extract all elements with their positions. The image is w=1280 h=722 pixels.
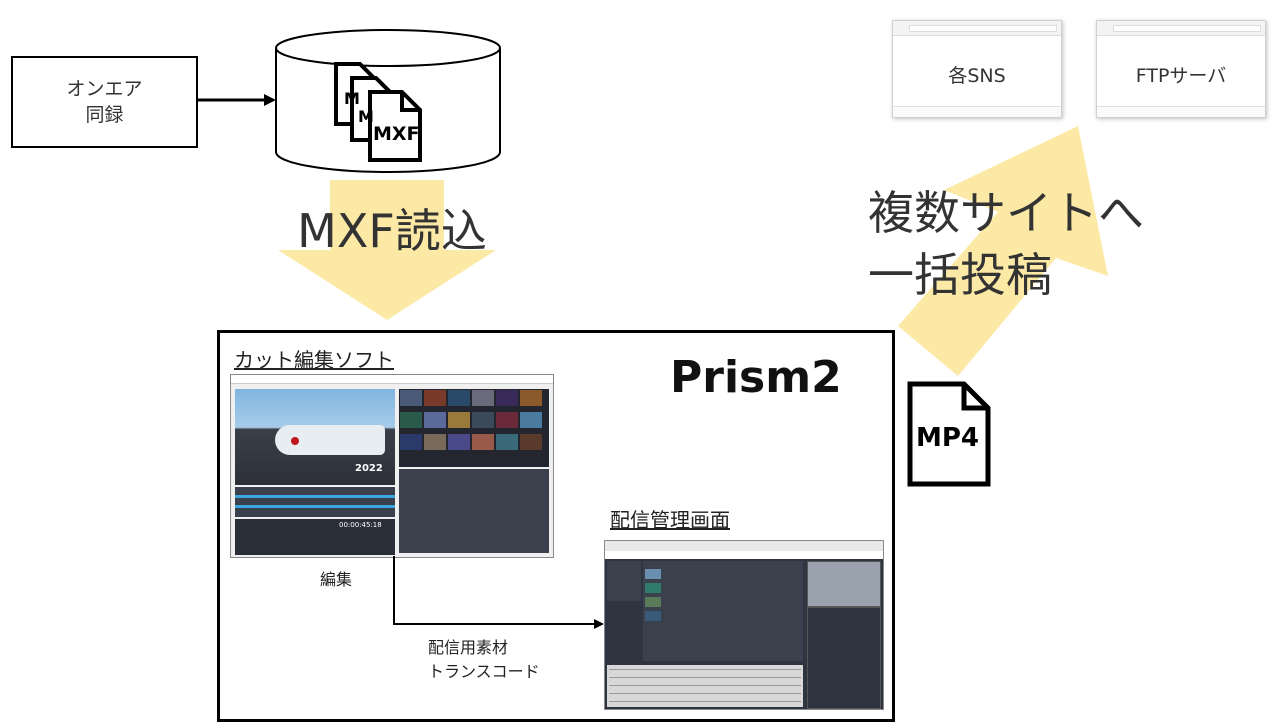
ftp-target-window: FTPサーバ bbox=[1096, 20, 1266, 118]
mp4-file-icon: MP4 bbox=[907, 381, 991, 487]
editor-overlay-year: 2022 bbox=[355, 463, 383, 474]
sns-target-label: 各SNS bbox=[948, 65, 1006, 87]
manager-heading: 配信管理画面 bbox=[610, 508, 730, 532]
transcode-label-line2: トランスコード bbox=[428, 662, 540, 681]
recording-label: 同録 bbox=[85, 104, 124, 126]
onair-label: オンエア bbox=[66, 78, 143, 100]
post-arrow bbox=[898, 126, 1108, 376]
sns-target-window: 各SNS bbox=[892, 20, 1062, 118]
editor-timecode: 00:00:45:18 bbox=[339, 521, 382, 529]
import-arrow-label: MXF読込 bbox=[297, 204, 487, 258]
mp4-file-label: MP4 bbox=[916, 423, 979, 453]
editor-screenshot: 2022 00:00:45:18 bbox=[230, 374, 554, 558]
connector-arrow-to-storage bbox=[196, 94, 276, 106]
prism2-title: Prism2 bbox=[670, 352, 842, 403]
editor-caption: 編集 bbox=[320, 570, 353, 589]
ftp-target-label: FTPサーバ bbox=[1135, 65, 1227, 87]
transcode-label-line1: 配信用素材 bbox=[428, 638, 509, 657]
file-stack-letter-1: M bbox=[344, 89, 360, 108]
mxf-file-label: MXF bbox=[373, 123, 420, 145]
transcode-connector-arrow bbox=[393, 556, 604, 629]
mxf-file-icon: M M MXF bbox=[334, 62, 422, 162]
post-arrow-label-line2: 一括投稿 bbox=[868, 248, 1052, 302]
editor-heading: カット編集ソフト bbox=[234, 348, 394, 372]
file-stack-letter-2: M bbox=[358, 107, 374, 126]
onair-recording-box: オンエア 同録 bbox=[11, 56, 198, 148]
post-arrow-label-line1: 複数サイトへ bbox=[868, 186, 1144, 240]
manager-screenshot bbox=[604, 540, 884, 710]
import-arrow bbox=[278, 180, 496, 320]
